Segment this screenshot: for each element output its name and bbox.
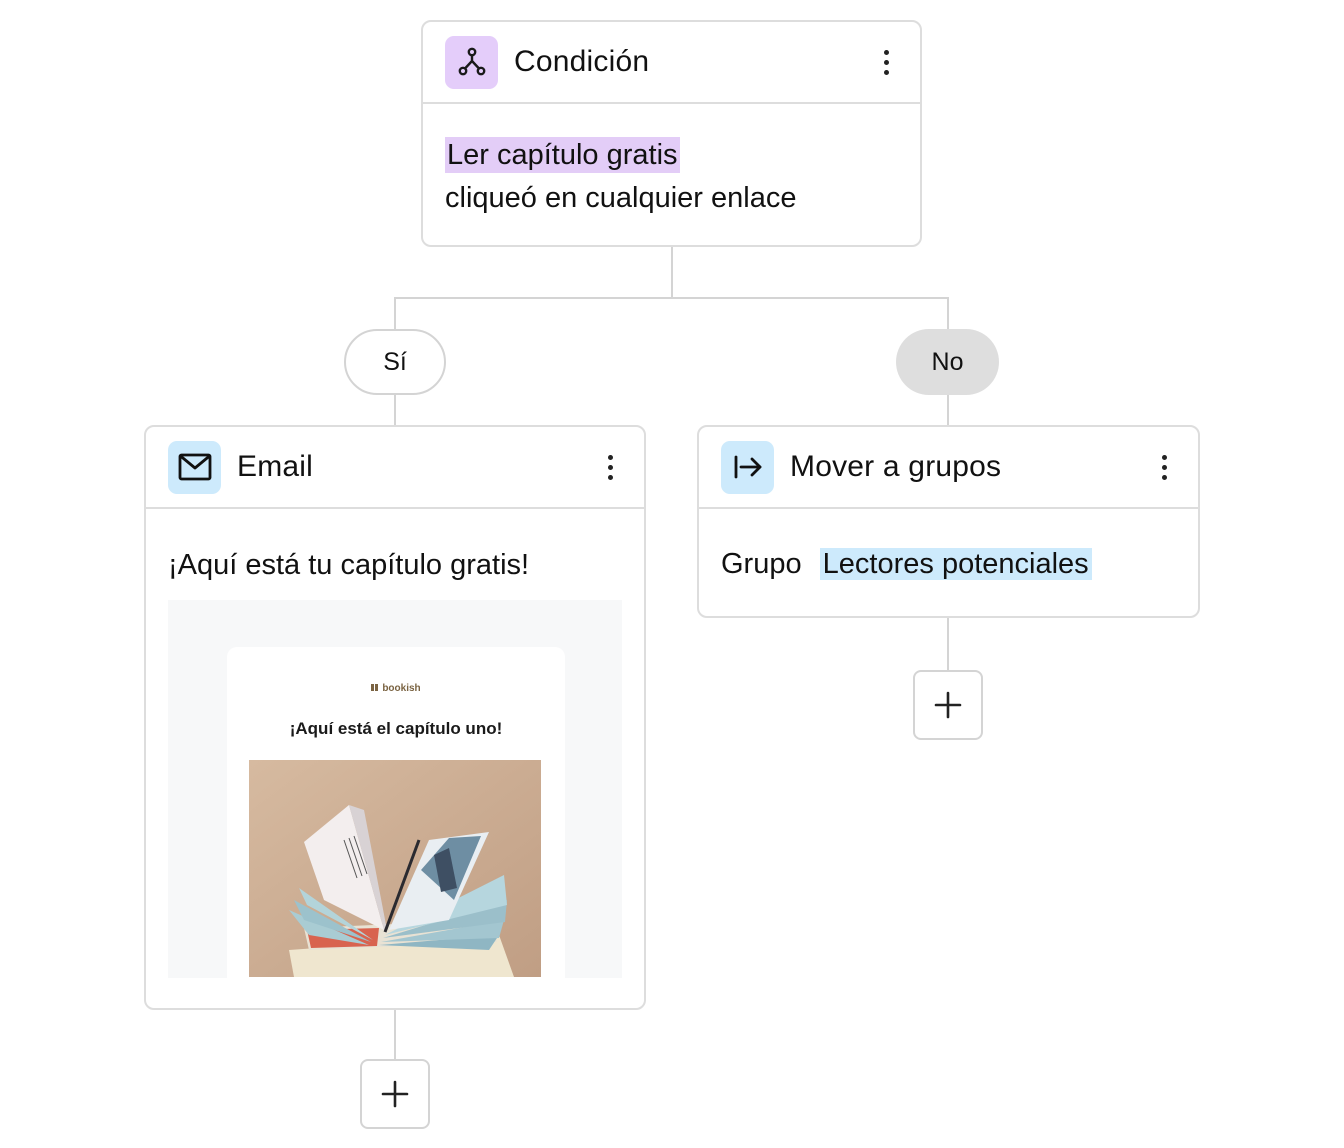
- connector-line: [394, 1009, 396, 1061]
- connector-line: [947, 394, 949, 426]
- connector-line: [394, 394, 396, 426]
- condition-title: Condición: [514, 45, 650, 78]
- connector-line: [947, 617, 949, 671]
- branch-icon: [445, 35, 498, 89]
- brand-name: bookish: [382, 683, 421, 694]
- email-preview-sheet: bookish ¡Aquí está el capítulo uno!: [227, 647, 565, 978]
- condition-menu-button[interactable]: [874, 42, 898, 82]
- move-to-groups-menu-button[interactable]: [1152, 447, 1176, 487]
- email-subject: ¡Aquí está tu capítulo gratis!: [168, 549, 530, 581]
- email-preview[interactable]: bookish ¡Aquí está el capítulo uno!: [168, 600, 622, 978]
- connector-line: [947, 297, 949, 330]
- brand-logo: bookish: [227, 683, 565, 694]
- email-card[interactable]: Email ¡Aquí está tu capítulo gratis! boo…: [144, 425, 646, 1010]
- plus-icon: [381, 1080, 409, 1108]
- branch-no-pill[interactable]: No: [896, 329, 999, 395]
- condition-card[interactable]: Condición Ler capítulo gratis cliqueó en…: [421, 20, 922, 247]
- condition-rule-text: cliqueó en cualquier enlace: [445, 182, 797, 214]
- move-arrow-icon: [721, 440, 774, 494]
- email-header: Email: [146, 427, 644, 509]
- open-book-photo: [249, 760, 541, 977]
- add-step-button[interactable]: [913, 670, 983, 740]
- group-label: Grupo: [721, 548, 802, 580]
- connector-line: [671, 246, 673, 299]
- branch-yes-pill[interactable]: Sí: [344, 329, 446, 395]
- condition-highlight: Ler capítulo gratis: [445, 137, 680, 173]
- move-to-groups-header: Mover a grupos: [699, 427, 1198, 509]
- email-menu-button[interactable]: [598, 447, 622, 487]
- connector-line: [394, 297, 949, 299]
- connector-line: [394, 297, 396, 330]
- email-title: Email: [237, 450, 314, 483]
- envelope-icon: [168, 440, 221, 494]
- move-to-groups-title: Mover a grupos: [790, 450, 1002, 483]
- move-to-groups-card[interactable]: Mover a grupos Grupo Lectores potenciale…: [697, 425, 1200, 618]
- plus-icon: [934, 691, 962, 719]
- group-name: Lectores potenciales: [819, 548, 1092, 580]
- email-preview-heading: ¡Aquí está el capítulo uno!: [289, 719, 503, 738]
- condition-header: Condición: [423, 22, 920, 104]
- add-step-button[interactable]: [360, 1059, 430, 1129]
